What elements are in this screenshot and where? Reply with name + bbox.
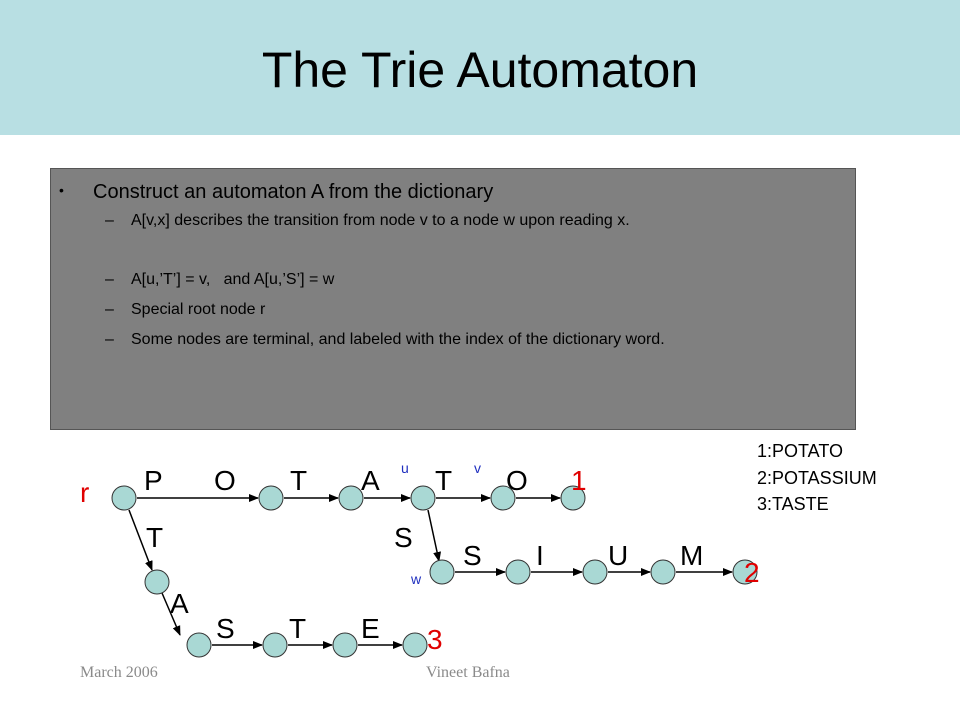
terminal-label: 3 [427,624,443,655]
node-name-v: v [474,460,481,476]
edge-label: T [290,465,307,496]
terminal-label: 2 [744,557,760,588]
edge-label: A [361,465,380,496]
dash-icon: – [105,331,114,348]
sub-bullet: – Special root node r [105,299,831,320]
node-name-u: u [401,460,409,476]
edge [161,592,181,636]
edge-label: O [506,465,528,496]
edge [128,509,153,571]
dash-icon: – [105,212,114,229]
edge-label: U [608,540,628,571]
trie-node [505,559,531,585]
edge-label: P [144,465,163,496]
trie-node [186,632,212,658]
terminal-label: 1 [571,465,587,496]
legend-item: 3:TASTE [757,494,829,514]
edge-label: M [680,540,703,571]
root-node [111,485,137,511]
sub-bullet-text: A[v,x] describes the transition from nod… [131,212,630,229]
sub-bullet: – A[v,x] describes the transition from n… [105,210,831,231]
edge-label: T [146,522,163,553]
edge-label: S [463,540,482,571]
trie-node [332,632,358,658]
footer-author: Vineet Bafna [426,664,510,681]
edge-label: E [361,613,380,644]
trie-node [144,569,170,595]
content-box: • Construct an automaton A from the dict… [50,168,856,430]
main-bullet-text: Construct an automaton A from the dictio… [93,181,494,203]
edge-label: T [289,613,306,644]
trie-node [258,485,284,511]
edge-label: S [216,613,235,644]
sub-bullet-text: Some nodes are terminal, and labeled wit… [131,331,665,348]
legend-item: 2:POTASSIUM [757,467,877,488]
trie-node [262,632,288,658]
node-name-w: w [410,571,422,587]
edge-label: I [536,540,544,571]
legend-item: 1:POTATO [757,441,844,461]
trie-node [582,559,608,585]
trie-node-w [429,559,455,585]
terminal-node-2 [732,559,758,585]
root-label: r [80,477,89,508]
edge-label: A [170,588,189,619]
edge [427,509,442,562]
trie-node [338,485,364,511]
edge-label: S [394,522,413,553]
terminal-node-3 [402,632,428,658]
dash-icon: – [105,271,114,288]
trie-node-u [410,485,436,511]
trie-node [650,559,676,585]
edge-label: O [214,465,236,496]
title-bar [0,0,960,135]
slide-title: The Trie Automaton [261,42,699,98]
main-bullet: • Construct an automaton A from the dict… [59,181,494,204]
trie-node-v [490,485,516,511]
footer-date: March 2006 [80,664,158,681]
sub-bullet: – Some nodes are terminal, and labeled w… [105,329,831,350]
terminal-node-1 [560,485,586,511]
sub-bullet-text: Special root node r [131,301,266,318]
sub-bullet-text: A[u,’T’] = v, and A[u,’S’] = w [131,271,335,288]
dictionary-legend: 1:POTATO 2:POTASSIUM 3:TASTE [757,438,877,518]
edge-label: T [435,465,452,496]
sub-bullet: – A[u,’T’] = v, and A[u,’S’] = w [105,269,831,290]
bullet-dot-icon: • [59,182,64,198]
dash-icon: – [105,301,114,318]
